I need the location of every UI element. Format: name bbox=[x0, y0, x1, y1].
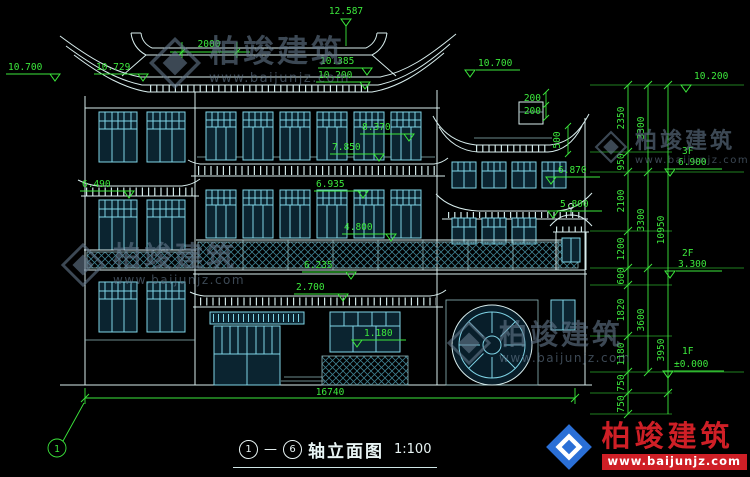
floor-1f-label: 1F bbox=[682, 346, 694, 357]
title-text: 轴立面图 bbox=[308, 442, 384, 462]
dim-chain-inner-3: 1200 bbox=[616, 237, 627, 260]
dim-chain-inner-1: 950 bbox=[616, 153, 627, 170]
dim-chain-outer-0: 10950 bbox=[656, 215, 667, 244]
brand-logo-name: 柏竣建筑 bbox=[601, 419, 734, 453]
building-elevation bbox=[59, 32, 593, 386]
dim-main-eave: 8.370 bbox=[362, 122, 391, 133]
brand-logo: 柏竣建筑 www.baijunjz.com bbox=[544, 422, 747, 472]
floor-2f-label: 2F bbox=[682, 248, 694, 259]
dim-chain-inner-6: 1180 bbox=[616, 342, 627, 365]
dim-main-eave-under: 7.850 bbox=[332, 142, 361, 153]
dim-window-sill: 1.180 bbox=[364, 328, 393, 339]
brand-logo-icon bbox=[545, 424, 592, 470]
dim-balcony-rail: 4.800 bbox=[344, 222, 373, 233]
title-axis-end: 6 bbox=[283, 440, 302, 459]
dim-chain-mid-1: 3300 bbox=[636, 208, 647, 231]
axis-bubble-1 bbox=[47, 438, 67, 458]
dim-tower-eave: 6.490 bbox=[82, 179, 111, 190]
dim-overall-width: 16740 bbox=[316, 387, 345, 398]
dim-right-top-elev: 10.200 bbox=[694, 71, 729, 82]
dim-left-eave-inner: 10.729 bbox=[96, 62, 131, 73]
dim-chain-inner-0: 2350 bbox=[616, 106, 627, 129]
floor-2f-elev: 3.300 bbox=[678, 259, 707, 270]
dim-chain-mid-0: 3300 bbox=[636, 116, 647, 139]
title-axis-start: 1 bbox=[239, 440, 258, 459]
dim-chain-mid-2: 3600 bbox=[636, 308, 647, 331]
dim-fascia: 500 bbox=[552, 131, 563, 148]
dim-porch-eave: 2.700 bbox=[296, 282, 325, 293]
dim-wing-upper: 6.870 bbox=[558, 165, 587, 176]
dim-wing-lower-eave: 5.800 bbox=[560, 199, 589, 210]
axis-bubble-1-label: 1 bbox=[54, 444, 60, 455]
dim-parapet-b: 200 bbox=[524, 106, 541, 117]
dim-chain-inner-7: 750 bbox=[616, 374, 627, 391]
dim-center-upper: 10.385 bbox=[320, 56, 354, 67]
title-scale: 1:100 bbox=[394, 442, 432, 457]
dim-left-eave-outer: 10.700 bbox=[8, 62, 43, 73]
floor-3f-label: 3F bbox=[682, 146, 694, 157]
dim-parapet-a: 200 bbox=[524, 93, 541, 104]
dim-chain-inner-4: 600 bbox=[616, 267, 627, 284]
dim-chain-outer-1: 3950 bbox=[656, 338, 667, 361]
dimension-annotations: 12.587 2000 10.700 10.729 10.385 10.200 … bbox=[6, 6, 744, 458]
dim-center-2f-eave: 6.935 bbox=[316, 179, 345, 190]
dim-chain-inner-2: 2100 bbox=[616, 189, 627, 212]
dim-chain-inner-8: 750 bbox=[616, 395, 627, 412]
dim-mid-level: 6.235 bbox=[304, 260, 333, 271]
dim-center-lower: 10.200 bbox=[318, 70, 353, 81]
dim-roof-offset: 2000 bbox=[198, 39, 221, 50]
title-separator: — bbox=[264, 442, 277, 457]
floor-1f-elev: ±0.000 bbox=[674, 359, 709, 370]
dim-right-eave: 10.700 bbox=[478, 58, 513, 69]
drawing-title: 1 — 6 轴立面图 1:100 bbox=[233, 437, 438, 468]
dim-chain-inner-5: 1820 bbox=[616, 298, 627, 321]
floor-3f-elev: 6.900 bbox=[678, 157, 707, 168]
dim-ridge-top: 12.587 bbox=[329, 6, 363, 17]
brand-logo-url: www.baijunjz.com bbox=[601, 454, 747, 470]
